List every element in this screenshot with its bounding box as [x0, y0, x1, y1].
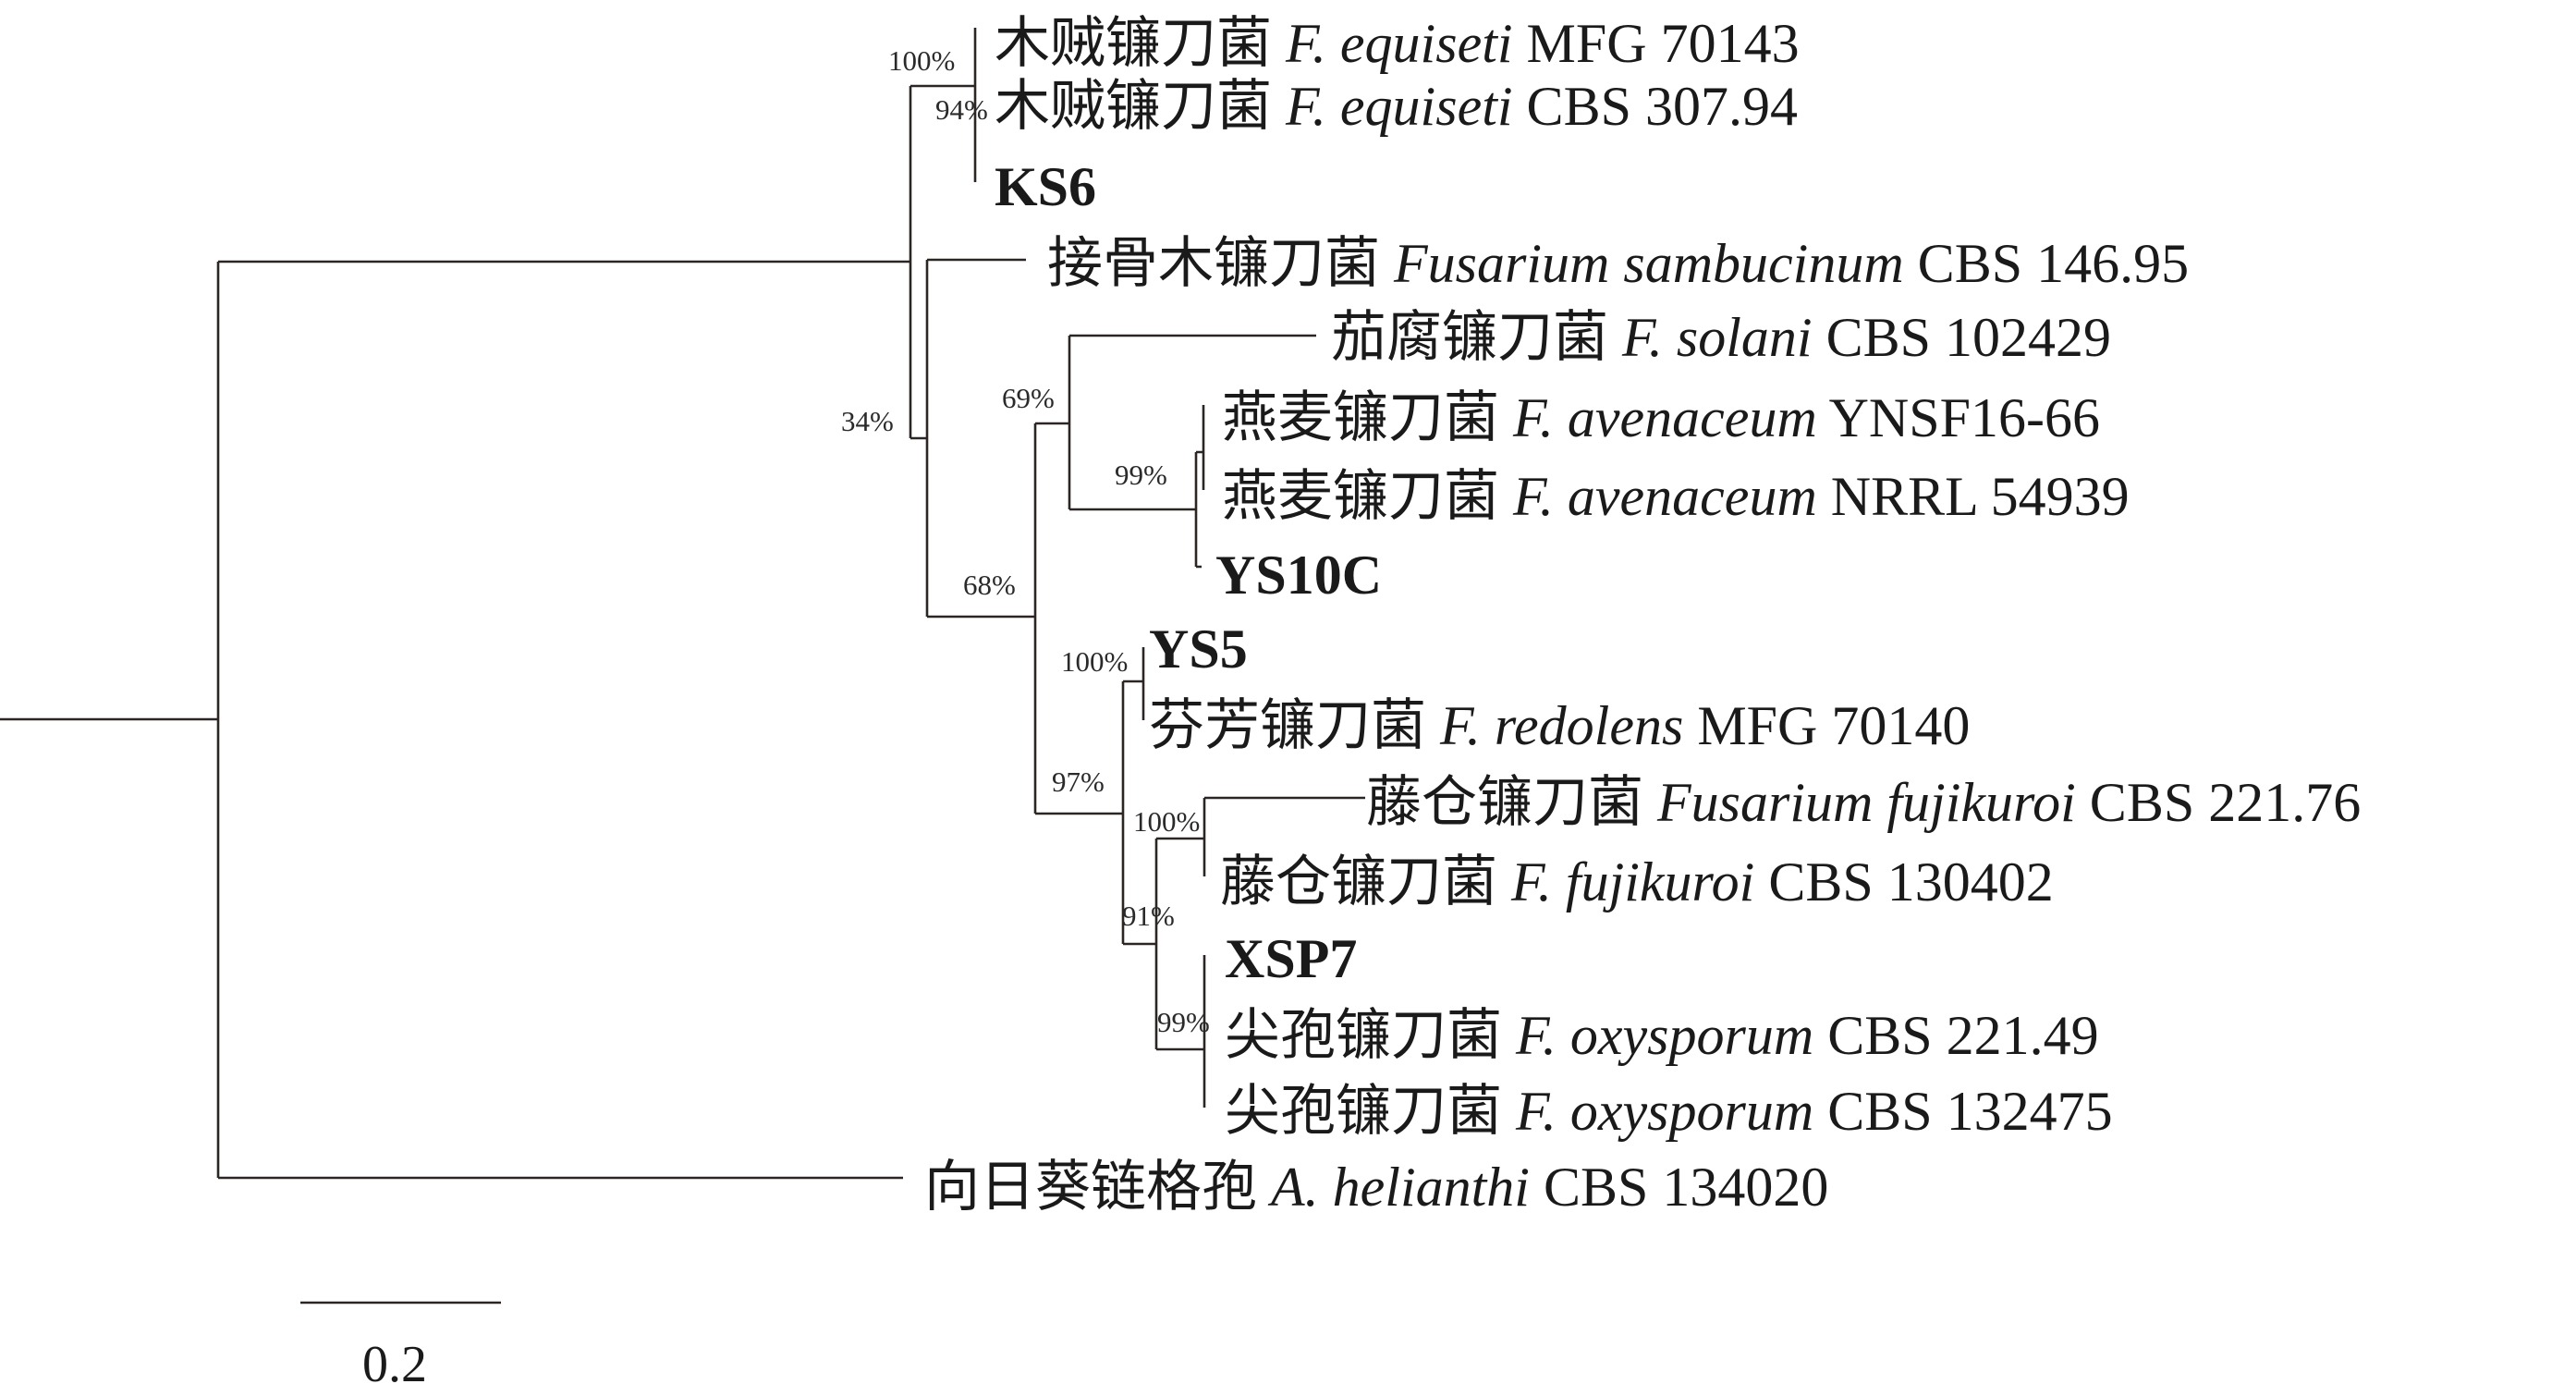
node-97-branch — [1121, 647, 1156, 946]
leaf-label: 尖孢镰刀菌 F. oxysporum CBS 132475 — [1225, 1081, 2113, 1142]
leaf-label: 燕麦镰刀菌 F. avenaceum NRRL 54939 — [1222, 466, 2130, 527]
support-value: 34% — [841, 405, 894, 437]
support-value: 68% — [963, 569, 1016, 601]
node-34-branch — [909, 84, 975, 440]
support-value: 91% — [1122, 900, 1175, 932]
support-value: 100% — [1061, 645, 1128, 678]
leaf-label: 茄腐镰刀菌 F. solani CBS 102429 — [1331, 307, 2111, 368]
leaf-label: 藤仓镰刀菌 F. fujikuroi CBS 130402 — [1220, 851, 2054, 912]
support-values: 100% 94% 34% 69% 99% 68% 100% 97% 100% 9… — [841, 44, 1210, 1038]
isolate-label-xsp7: XSP7 — [1225, 928, 1357, 989]
leaf-label: 木贼镰刀菌 F. equiseti MFG 70143 — [995, 13, 1800, 74]
root-node — [216, 260, 910, 1180]
support-value: 94% — [935, 93, 988, 126]
leaf-label: 接骨木镰刀菌 Fusarium sambucinum CBS 146.95 — [1047, 233, 2189, 294]
node-69-branch — [1068, 334, 1316, 511]
scale-bar-label: 0.2 — [362, 1336, 427, 1384]
outgroup-label: 向日葵链格孢 A. helianthi CBS 134020 — [924, 1157, 1828, 1218]
support-value: 97% — [1052, 765, 1105, 798]
branches — [0, 28, 1365, 1180]
leaf-label: 藤仓镰刀菌 Fusarium fujikuroi CBS 221.76 — [1366, 772, 2361, 833]
leaf-label: 木贼镰刀菌 F. equiseti CBS 307.94 — [995, 76, 1798, 137]
isolate-label-ys10c: YS10C — [1215, 545, 1382, 606]
leaf-labels: 木贼镰刀菌 F. equiseti MFG 70143 木贼镰刀菌 F. equ… — [924, 13, 2361, 1218]
isolate-label-ks6: KS6 — [995, 156, 1096, 217]
support-value: 100% — [888, 44, 955, 77]
support-value: 99% — [1115, 459, 1167, 491]
leaf-label: 芬芳镰刀菌 F. redolens MFG 70140 — [1149, 695, 1970, 756]
node-68-branch — [1033, 422, 1123, 815]
leaf-label: 燕麦镰刀菌 F. avenaceum YNSF16-66 — [1222, 387, 2100, 448]
support-value: 99% — [1157, 1006, 1210, 1038]
scale-bar: 0.2 — [300, 1301, 501, 1384]
sambucinum-branch — [925, 258, 1035, 619]
support-value: 69% — [1002, 382, 1055, 414]
leaf-label: 尖孢镰刀菌 F. oxysporum CBS 221.49 — [1225, 1005, 2099, 1066]
isolate-label-ys5: YS5 — [1149, 619, 1248, 680]
node-91-branch — [1154, 796, 1365, 1108]
support-value: 100% — [1133, 805, 1200, 838]
avenaceum-clade-branch — [1194, 405, 1205, 569]
